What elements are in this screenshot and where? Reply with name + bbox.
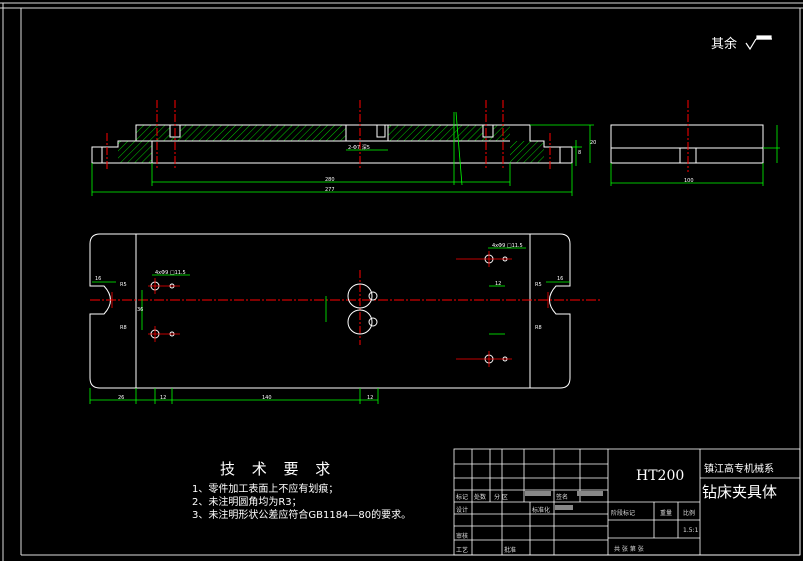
title-block-label-ratio: 比例 — [683, 510, 696, 517]
title-block-label-count: 处数 — [474, 494, 487, 501]
title-block-scale: 1.5:1 — [683, 527, 699, 534]
dim-plan-h: 36 — [137, 307, 144, 313]
title-block-label-process: 工艺 — [456, 547, 469, 554]
plan-view — [89, 233, 600, 404]
title-block-label-sheets: 共 张 第 张 — [614, 546, 644, 553]
dim-front-total-length: 277 — [325, 187, 335, 193]
title-block-label-stage-mark: 阶段标记 — [611, 510, 636, 517]
dim-plan-c: 140 — [262, 395, 272, 401]
title-block-label-review: 审核 — [456, 533, 469, 540]
dim-front-inner-length: 280 — [325, 177, 335, 183]
dim-plan-slot-left: R5 — [120, 282, 127, 288]
dim-plan-slot-right: R5 — [535, 282, 542, 288]
dim-front-height-b: 20 — [590, 140, 597, 146]
front-view — [91, 100, 594, 196]
title-block-drawing-name: 钻床夹具体 — [702, 483, 778, 501]
technical-requirement-1: 1、零件加工表面上不应有划痕； — [192, 484, 339, 495]
title-block-material: HT200 — [636, 468, 685, 484]
dim-plan-a: 26 — [118, 395, 125, 401]
dim-plan-r-left: R8 — [120, 325, 127, 331]
roughness-note: 其余 — [711, 37, 738, 52]
title-block-label-standardize: 标准化 — [532, 507, 551, 514]
title-block-label-zone: 分 区 — [494, 494, 508, 501]
dim-plan-r-right: R8 — [535, 325, 542, 331]
technical-requirement-2: 2、未注明圆角均为R3； — [192, 497, 302, 508]
title-block-label-weight: 重量 — [660, 510, 673, 517]
title-block-label-mark: 标记 — [456, 494, 469, 501]
technical-requirements-title: 技 术 要 求 — [220, 460, 337, 478]
dim-front-height-a: 8 — [578, 150, 582, 156]
title-block-label-sign: 签名 — [556, 494, 569, 501]
side-view — [610, 100, 780, 186]
title-block-school: 镇江高专机械系 — [704, 464, 774, 475]
dim-plan-d: 12 — [367, 395, 374, 401]
dim-plan-hole-note-right: 4xΦ9 □11.5 — [492, 243, 523, 249]
dim-plan-g: 16 — [557, 276, 564, 282]
title-block-label-design: 设计 — [456, 507, 469, 514]
roughness-symbol-icon — [745, 35, 772, 51]
dim-plan-f: 12 — [495, 281, 502, 287]
dim-side-width: 100 — [684, 178, 694, 184]
technical-requirement-3: 3、未注明形状公差应符合GB1184—80的要求。 — [192, 510, 412, 521]
dim-front-bore: 2-Φ7 深5 — [348, 145, 370, 151]
title-block — [453, 448, 801, 556]
dim-plan-e: 16 — [95, 276, 102, 282]
dim-plan-b: 12 — [160, 395, 167, 401]
dim-plan-hole-note-left: 4xΦ9 □11.5 — [155, 270, 186, 276]
title-block-label-approve: 批准 — [504, 547, 517, 554]
